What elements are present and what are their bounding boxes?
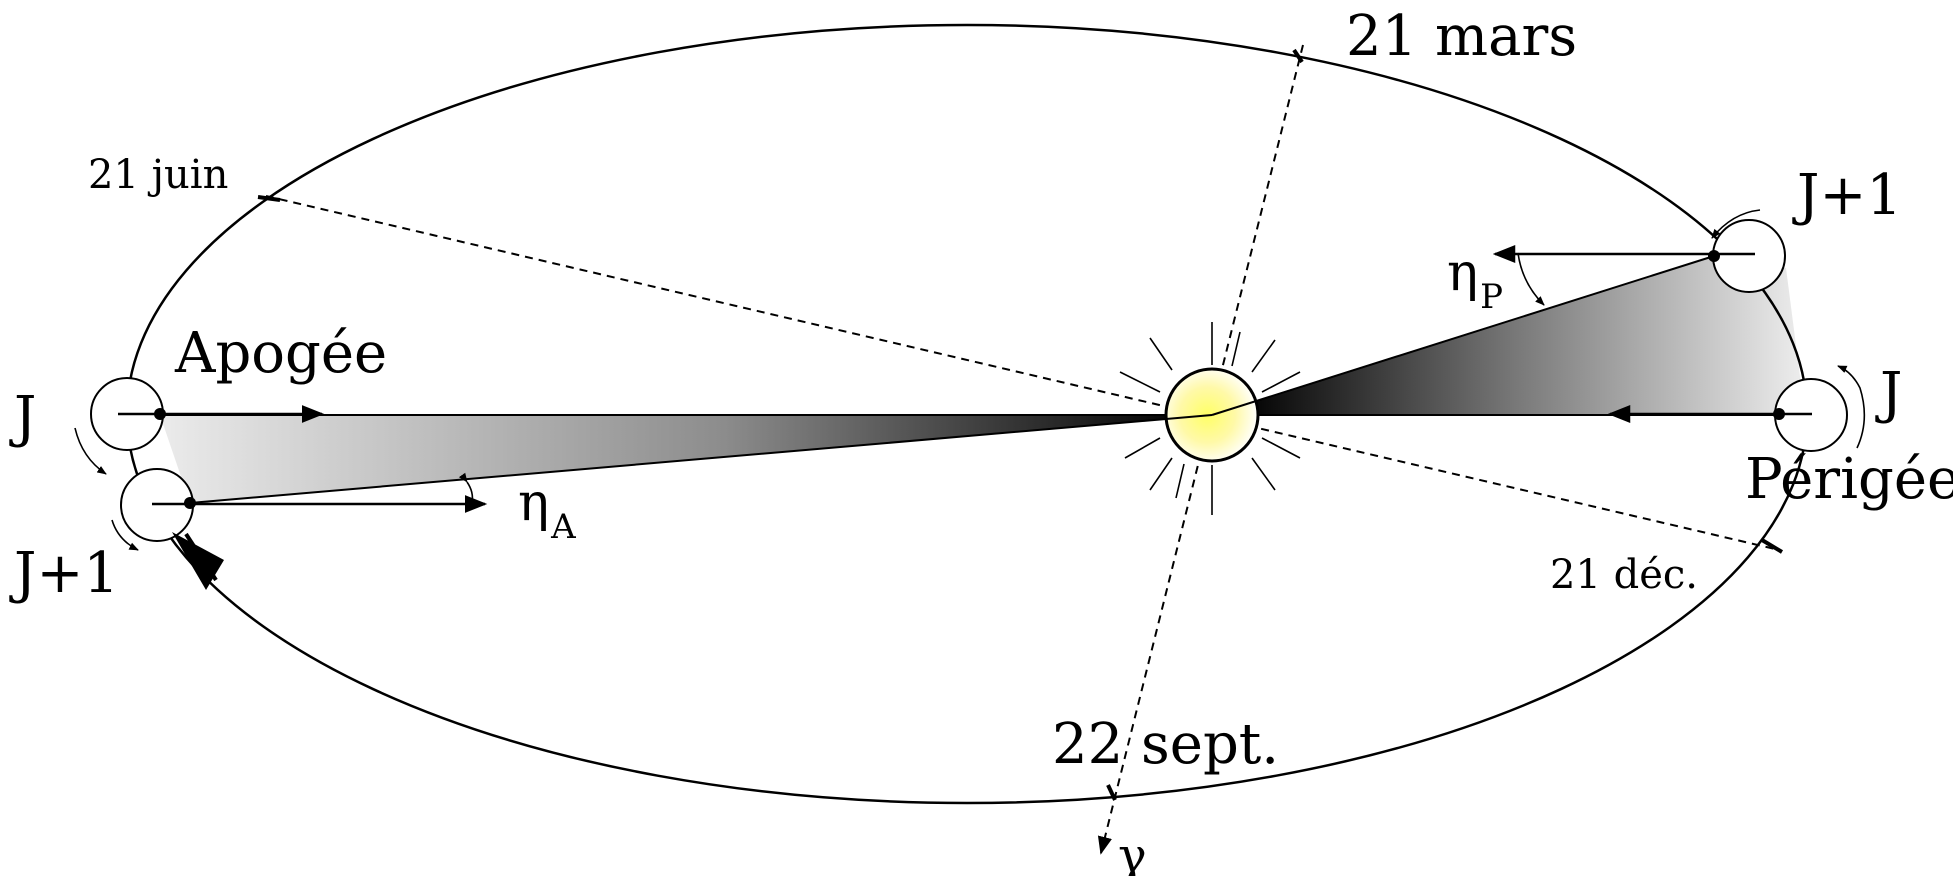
label-gamma: γ [1118,828,1147,876]
perigee-j1-line [1211,255,1715,416]
sun-rays [1119,322,1301,515]
eta-p-angle-arc [1517,252,1545,306]
rotation-arc-icon [1837,365,1866,449]
tick-juin [257,195,281,202]
orbit-direction-stem [184,532,218,582]
label-j1-left: J+1 [9,541,119,606]
label-perigee: Périgée [1745,447,1953,512]
label-j-left: J [9,385,36,450]
rotation-arc-icon [111,519,139,551]
rotation-arc-icon [1711,209,1761,239]
perigee-swept-area [1212,256,1805,415]
label-j-right: J [1875,361,1902,426]
label-eta-a: ηA [518,473,576,547]
earth-perigee-day-j1 [1712,219,1786,293]
label-22-sept: 22 sept. [1052,712,1279,777]
apogee-j1-line [189,414,1213,504]
label-apogee: Apogée [174,321,387,386]
tick-dec [1760,538,1784,554]
earth-dot [184,497,196,509]
label-21-juin: 21 juin [88,152,228,198]
orbit-direction-arrow-icon [172,532,224,590]
earth-dot [154,408,166,420]
solstice-line [265,195,1776,550]
label-21-mars: 21 mars [1346,4,1577,69]
tick-sept [1106,784,1117,801]
eta-a-angle-arc [458,472,474,504]
label-21-dec: 21 déc. [1550,552,1698,598]
earth-dot [1708,250,1720,262]
earth-dot [1773,408,1785,420]
rotation-arc-icon [74,427,107,475]
label-eta-p: ηP [1447,243,1503,317]
label-j1-right: J+1 [1792,163,1902,228]
tick-mars [1292,48,1304,64]
